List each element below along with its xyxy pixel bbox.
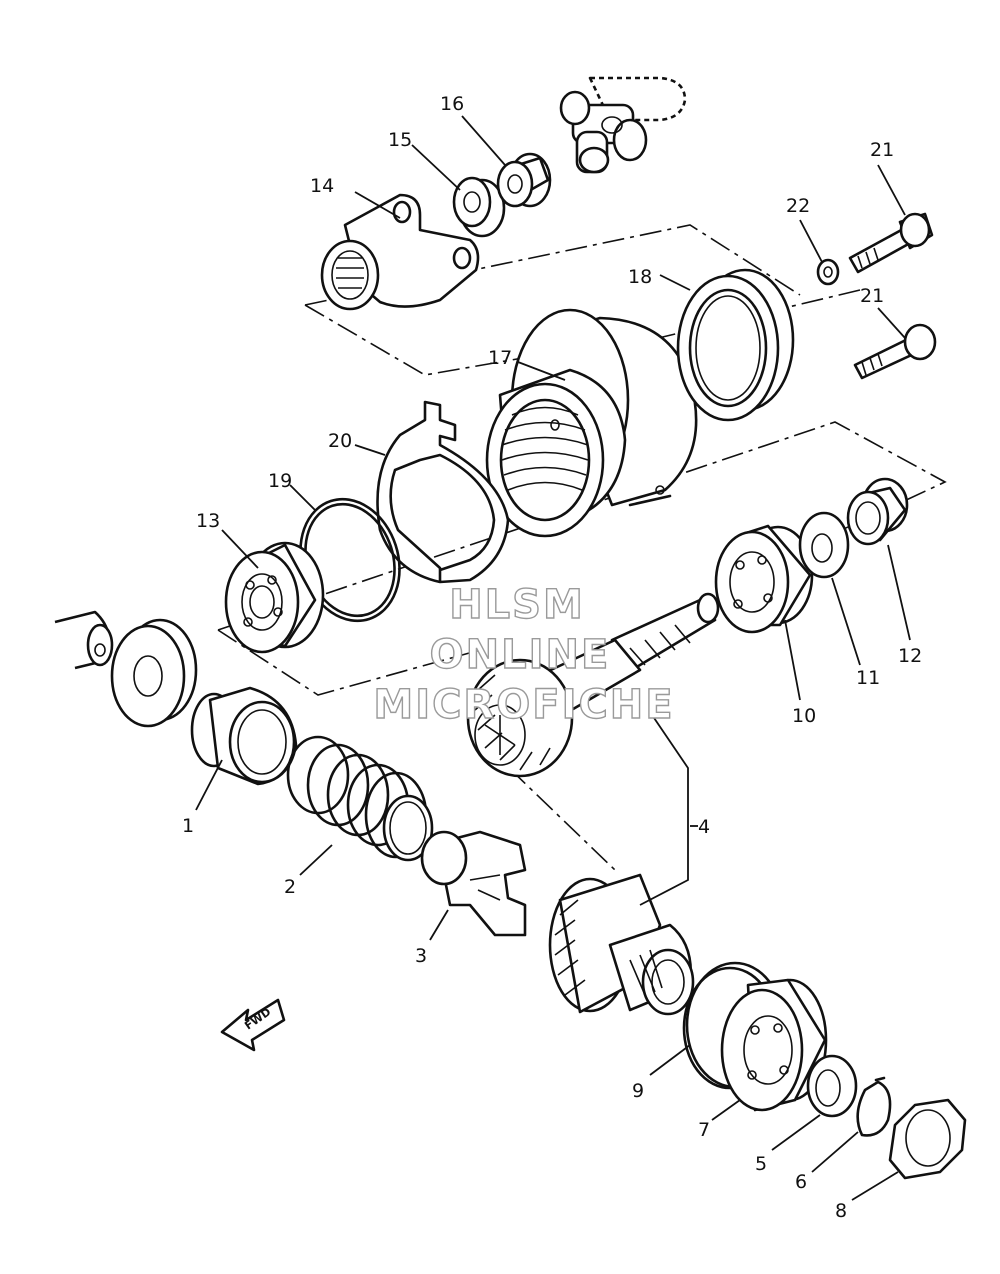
bolt-part-21-upper (848, 212, 934, 274)
callout-16: 16 (440, 93, 464, 115)
callout-15: 15 (388, 129, 412, 151)
pinion-shaft-part-4 (466, 592, 720, 778)
callout-21-upper: 21 (870, 139, 894, 161)
washer-part-5 (806, 1054, 858, 1118)
dog-clutch-part-3 (420, 830, 527, 937)
watermark-line-1: HLSM (449, 582, 585, 628)
callout-13: 13 (196, 510, 220, 532)
callout-17: 17 (488, 347, 512, 369)
callout-3: 3 (415, 945, 427, 967)
callout-2: 2 (284, 876, 296, 898)
callout-labels: 1 2 3 4 5 6 7 8 9 10 11 12 13 14 15 16 1… (182, 93, 922, 1222)
callout-11: 11 (856, 667, 880, 689)
callout-1: 1 (182, 815, 194, 837)
callout-20: 20 (328, 430, 352, 452)
callout-4: 4 (698, 816, 710, 838)
callout-6: 6 (795, 1171, 807, 1193)
bearing-part-13 (224, 541, 325, 654)
left-bearing (110, 618, 198, 728)
callout-21-lower: 21 (860, 285, 884, 307)
washer-part-22 (816, 258, 840, 286)
nut-part-16 (496, 152, 552, 208)
bearing-part-10 (714, 524, 814, 634)
callout-12: 12 (898, 645, 922, 667)
bolt-part-21-lower (853, 323, 937, 380)
nut-part-8 (888, 1098, 967, 1180)
spacer-part-12 (846, 477, 909, 546)
callout-14: 14 (310, 175, 334, 197)
callout-19: 19 (268, 470, 292, 492)
yoke-part-14 (320, 193, 480, 311)
shim-plate-part-20 (376, 400, 510, 584)
callout-22: 22 (786, 195, 810, 217)
washer-part-15 (452, 176, 506, 238)
universal-joint-spider (559, 76, 687, 174)
forward-direction-arrow: FWD (220, 998, 286, 1052)
watermark: HLSM ONLINE MICROFICHE (373, 581, 674, 728)
callout-5: 5 (755, 1153, 767, 1175)
spring-part-2 (286, 735, 434, 862)
callout-9: 9 (632, 1080, 644, 1102)
shaft-stub (54, 610, 114, 670)
lock-washer-part-6 (856, 1076, 892, 1137)
ring-gear (548, 873, 695, 1016)
callout-18: 18 (628, 266, 652, 288)
washer-part-11 (798, 511, 850, 579)
watermark-line-2: ONLINE (430, 632, 611, 678)
seal-part-18 (676, 268, 795, 422)
callout-7: 7 (698, 1119, 710, 1141)
leader-lines (195, 115, 911, 1201)
callout-8: 8 (835, 1200, 847, 1222)
callout-10: 10 (792, 705, 816, 727)
bearing-housing-part-17 (485, 308, 698, 538)
sleeve-part-1 (190, 686, 298, 786)
bearing-part-7 (720, 978, 828, 1112)
watermark-line-3: MICROFICHE (373, 682, 674, 728)
